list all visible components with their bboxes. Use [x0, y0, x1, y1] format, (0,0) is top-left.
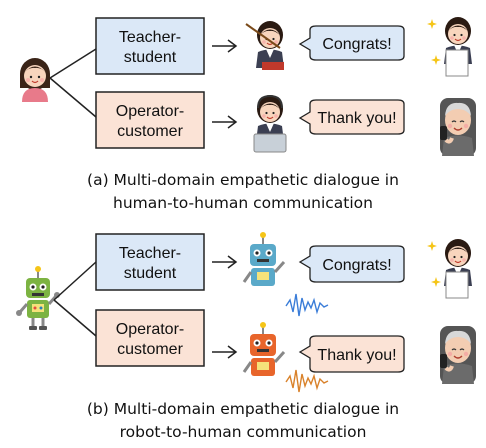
connector-line	[53, 299, 97, 337]
congrats-text: Congrats!	[322, 257, 391, 274]
operator-customer-box	[95, 309, 205, 367]
caption-b-line-2: robot-to-human communication	[120, 423, 367, 441]
student-girl-icon	[427, 238, 473, 299]
teacher-icon	[245, 20, 285, 70]
operator-customer-label-2: customer	[117, 123, 183, 140]
teacher-student-label-2: student	[124, 265, 177, 282]
teacher-student-box	[95, 17, 205, 75]
thanks-text: Thank you!	[317, 347, 396, 364]
thanks-bubble	[298, 335, 405, 373]
panel-a: Teacher- student Operator- customer Cong…	[19, 16, 478, 212]
connector-line	[49, 77, 97, 118]
arrow-icon	[212, 345, 238, 359]
girl-icon	[19, 57, 51, 103]
green-robot-icon	[14, 264, 62, 332]
orange-robot-icon	[242, 322, 286, 376]
orange-waveform-icon	[285, 369, 329, 393]
panel-b: Teacher- student Operator- customer	[14, 232, 478, 441]
teacher-student-label-1: Teacher-	[119, 29, 181, 46]
operator-icon	[253, 94, 287, 153]
arrow-icon	[212, 39, 238, 53]
teacher-student-box	[95, 233, 205, 291]
connector-line	[53, 261, 97, 301]
congrats-bubble	[298, 25, 405, 61]
operator-customer-label-2: customer	[117, 341, 183, 358]
arrow-icon	[212, 255, 238, 269]
student-girl-icon	[427, 16, 473, 77]
thanks-text: Thank you!	[317, 110, 396, 127]
connector-line	[49, 48, 97, 79]
congrats-bubble	[298, 245, 405, 283]
blue-robot-icon	[242, 232, 286, 286]
thanks-bubble	[298, 99, 405, 135]
operator-customer-label-1: Operator-	[116, 103, 184, 120]
old-man-phone-icon	[438, 324, 478, 386]
operator-customer-box	[95, 91, 205, 149]
teacher-student-label-2: student	[124, 49, 177, 66]
blue-waveform-icon	[285, 293, 329, 317]
operator-customer-label-1: Operator-	[116, 321, 184, 338]
old-man-phone-icon	[438, 96, 478, 158]
teacher-student-label-1: Teacher-	[119, 245, 181, 262]
arrow-icon	[212, 115, 238, 129]
congrats-text: Congrats!	[322, 36, 391, 53]
caption-a-line-2: human-to-human communication	[113, 194, 373, 212]
caption-b-line-1: (b) Multi-domain empathetic dialogue in	[87, 400, 399, 418]
caption-a-line-1: (a) Multi-domain empathetic dialogue in	[87, 171, 399, 189]
